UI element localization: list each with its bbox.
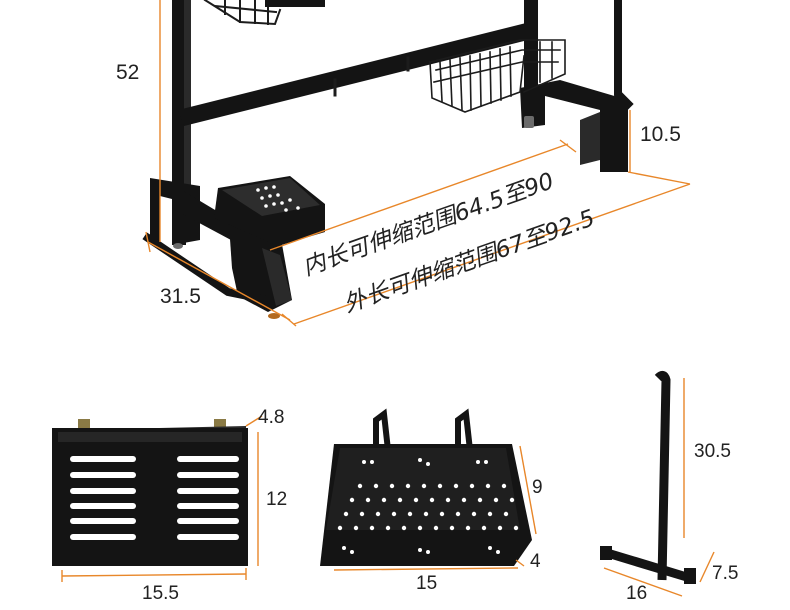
towel-stand-illustration xyxy=(600,370,696,584)
rack-height-label: 52 xyxy=(116,61,140,84)
basket-dimension-lines xyxy=(333,445,537,571)
rack-leg-label: 10.5 xyxy=(640,123,681,146)
towel-stand-height-label: 30.5 xyxy=(694,441,731,462)
towel-stand-base-label: 16 xyxy=(626,583,648,604)
hanging-wire-basket xyxy=(429,39,566,113)
cutlery-box-height-label: 12 xyxy=(266,489,288,510)
top-dimension-lines xyxy=(145,0,691,327)
dish-rack-illustration xyxy=(142,0,634,319)
towel-stand-depth-label: 7.5 xyxy=(712,563,739,584)
hanging-basket-illustration xyxy=(320,408,532,566)
basket-height-label: 9 xyxy=(532,477,543,498)
towel-stand-dimension-lines xyxy=(603,378,715,597)
cutlery-box-depth-label: 4.8 xyxy=(258,407,285,428)
cutlery-box-dimension-lines xyxy=(61,415,263,582)
cutlery-box-width-label: 15.5 xyxy=(142,583,179,604)
left-small-basket xyxy=(214,176,325,246)
basket-width-label: 15 xyxy=(416,573,438,594)
cutlery-box-illustration xyxy=(52,419,248,566)
rack-depth-label: 31.5 xyxy=(160,285,201,308)
basket-depth-label: 4 xyxy=(530,551,541,572)
